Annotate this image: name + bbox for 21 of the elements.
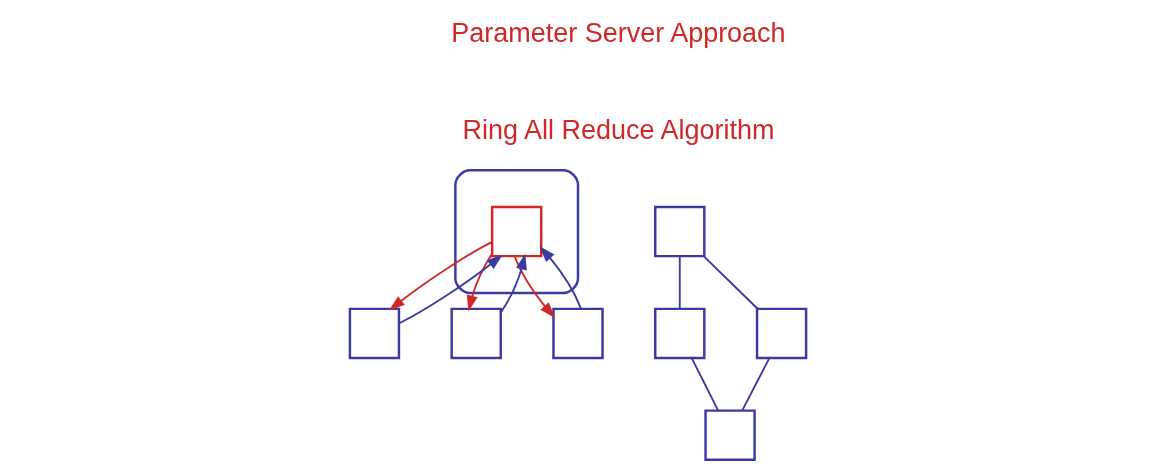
node-box [654, 307, 706, 360]
label: Ring All Reduce Algorithm [462, 115, 775, 146]
connector [690, 357, 720, 412]
connector [703, 255, 759, 310]
arrow [398, 254, 503, 325]
arrow [466, 252, 493, 312]
node-box [654, 205, 706, 258]
connector [678, 255, 681, 310]
node-box [450, 307, 502, 360]
label: Parameter Server Approach [451, 18, 786, 49]
arrow [539, 246, 582, 310]
node-box [755, 307, 808, 360]
cluster [454, 169, 580, 295]
node-box [490, 205, 543, 258]
arrow [513, 255, 556, 319]
arrow [499, 253, 527, 314]
arrow [389, 240, 494, 311]
node-box [704, 409, 756, 461]
node-box [552, 307, 604, 360]
connector [741, 357, 771, 412]
node-box [348, 307, 401, 360]
